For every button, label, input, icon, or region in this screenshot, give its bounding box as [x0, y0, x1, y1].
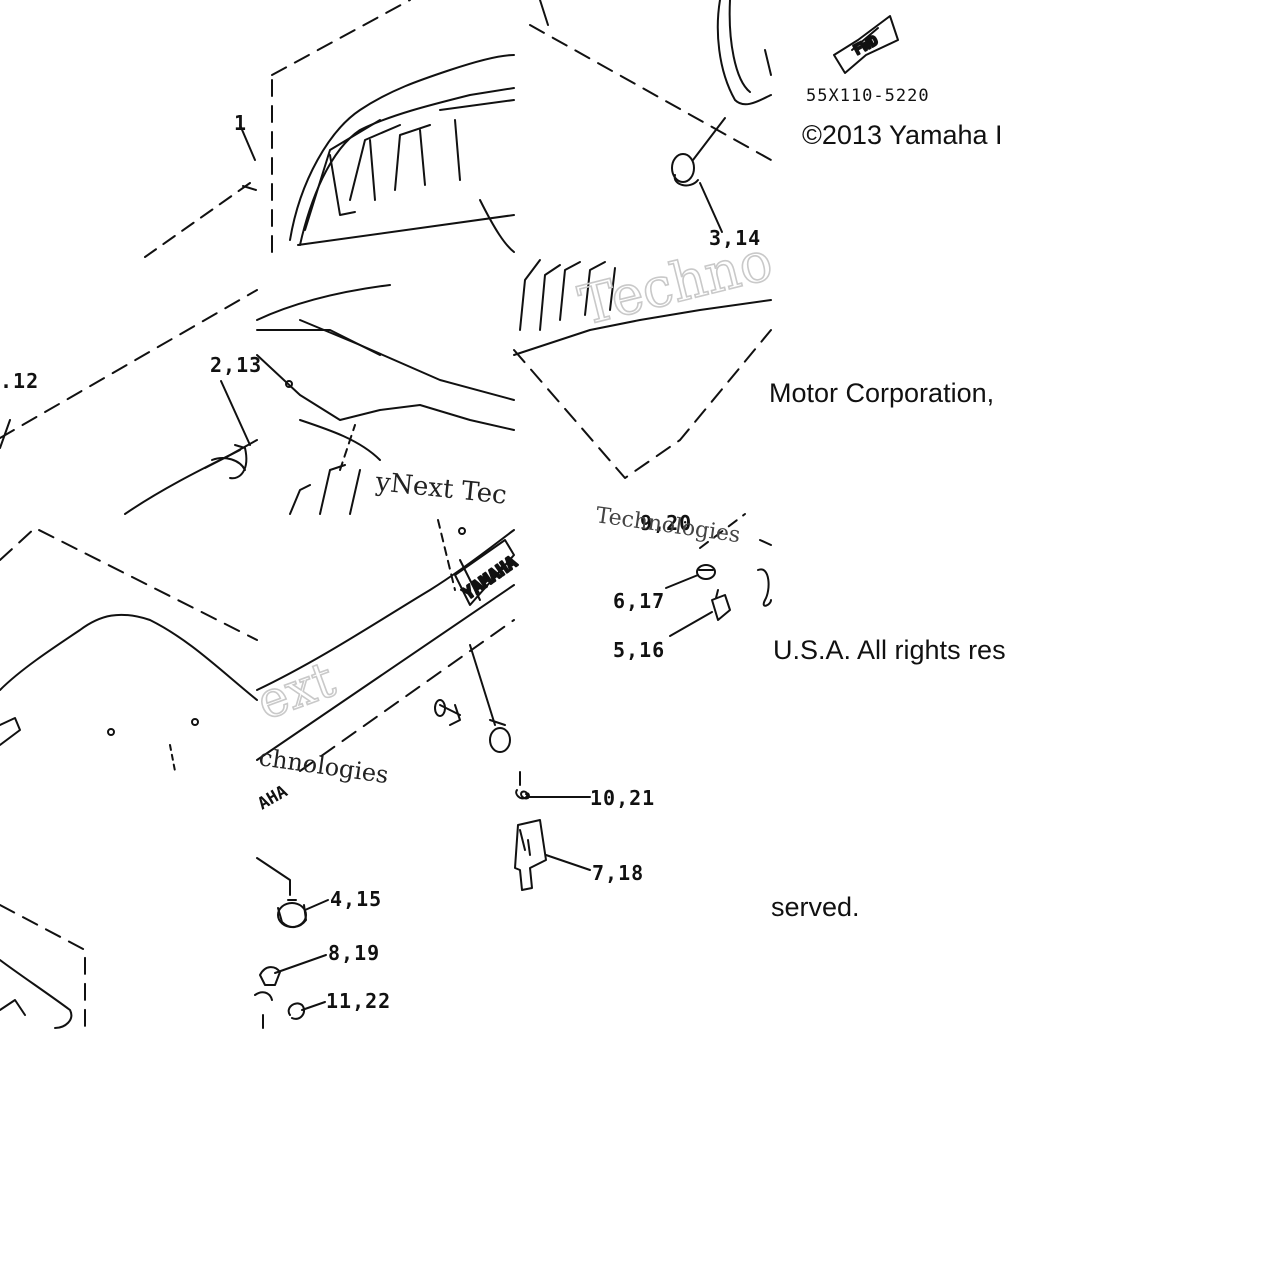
- drawing-number: 55X110-5220: [806, 86, 930, 106]
- left-hood-panel: [0, 289, 258, 515]
- watermarks: Techno yNext Tec ext chnologies Technolo…: [248, 228, 779, 789]
- callout-8-19: 8,19: [328, 941, 380, 965]
- callout-12: .12: [0, 369, 39, 393]
- copyright-fragment-1: ©2013 Yamaha I: [802, 120, 1028, 151]
- watermark-chnologies: chnologies: [257, 743, 390, 789]
- lower-cowl: [513, 259, 772, 479]
- callout-7-18: 7,18: [592, 861, 644, 885]
- switch-and-spring: [514, 771, 591, 891]
- callout-5-16: 5,16: [613, 638, 665, 662]
- callout-11-22: 11,22: [326, 989, 391, 1013]
- callout-3-14: 3,14: [709, 226, 761, 250]
- watermark-ynext-tec: yNext Tec: [373, 467, 508, 511]
- lower-left-hood: [0, 527, 258, 772]
- center-body: [256, 284, 515, 515]
- fwd-arrow: [833, 15, 899, 74]
- hood-cover-top: [271, 0, 515, 258]
- copyright-fragment-4: served.: [771, 892, 1028, 923]
- tile-a-lines: [144, 124, 257, 258]
- lower-left-fasteners: [254, 857, 329, 1029]
- callout-4-15: 4,15: [330, 887, 382, 911]
- callout-9-20: 9,20: [640, 511, 692, 535]
- callout-10-21: 10,21: [590, 786, 655, 810]
- cowl-and-grommet: [529, 0, 772, 233]
- watermark-ext: ext: [249, 650, 342, 731]
- copyright-fragment-2: Motor Corporation,: [769, 378, 1028, 409]
- watermark-techno: Techno: [573, 229, 779, 338]
- callout-labels: 1 .12 2,13 3,14 9,20 6,17 5,16 10,21 7,1…: [0, 111, 761, 1013]
- watermark-technologies: Technologies: [594, 503, 742, 548]
- right-fasteners: [665, 513, 772, 637]
- yamaha-badge-lower: AHA: [255, 782, 292, 815]
- callout-2-13: 2,13: [210, 353, 262, 377]
- center-lower-body: [256, 519, 515, 772]
- callout-1: 1: [234, 111, 247, 135]
- callout-6-17: 6,17: [613, 589, 665, 613]
- lower-left-edge: [0, 904, 86, 1029]
- copyright-fragment-3: U.S.A. All rights res: [773, 635, 1028, 666]
